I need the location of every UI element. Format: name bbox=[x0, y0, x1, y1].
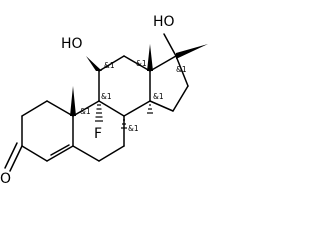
c17-methyl-wedge bbox=[176, 44, 208, 59]
c14-hash bbox=[147, 104, 153, 114]
atom-f-9: F bbox=[94, 126, 102, 142]
ring-d bbox=[149, 55, 189, 112]
stereo-label-c8: &1 bbox=[128, 124, 139, 133]
atom-oh-11: HO bbox=[61, 36, 83, 52]
c11-oh-wedge bbox=[86, 56, 102, 71]
c13-methyl-wedge bbox=[147, 44, 153, 71]
stereo-bonds bbox=[70, 33, 208, 129]
ring-b bbox=[72, 100, 125, 162]
c10-methyl-wedge bbox=[70, 86, 76, 116]
stereo-label-c9: &1 bbox=[101, 92, 112, 101]
atom-oh-17: HO bbox=[153, 14, 175, 30]
c8-hash bbox=[121, 119, 127, 129]
ring-c bbox=[98, 55, 151, 117]
structure-diagram: O HO HO F &1 &1 &1 &1 &1 &1 &1 bbox=[0, 14, 208, 187]
stereo-label-c13: &1 bbox=[136, 59, 147, 68]
stereo-label-c17: &1 bbox=[176, 65, 187, 74]
c9-f-hash bbox=[95, 104, 103, 122]
stereo-label-c14: &1 bbox=[153, 92, 164, 101]
stereo-label-c10: &1 bbox=[80, 107, 91, 116]
stereo-label-c11: &1 bbox=[104, 61, 115, 70]
molecule-svg: O HO HO F &1 &1 &1 &1 &1 &1 &1 bbox=[0, 14, 208, 187]
atom-o-ketone: O bbox=[0, 171, 11, 187]
ring-a bbox=[4, 100, 74, 172]
